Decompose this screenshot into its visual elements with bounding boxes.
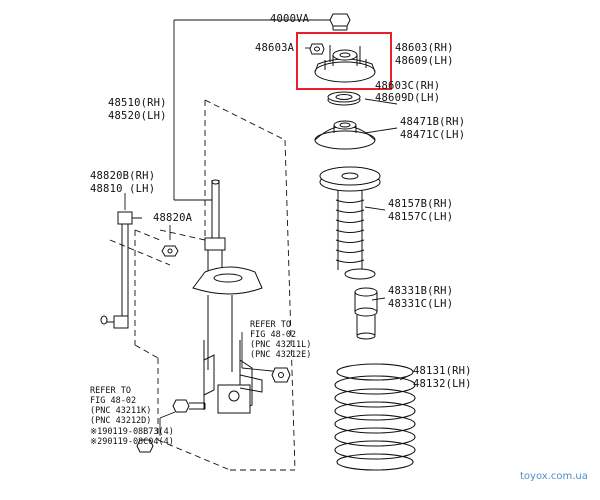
label-48520-lh: 48520(LH) xyxy=(108,110,167,122)
stabilizer-link xyxy=(100,211,142,329)
label-4000va: 4000VA xyxy=(270,13,310,25)
label-48132-lh: 48132(LH) xyxy=(413,378,472,390)
label-48609d-lh: 48609D(LH) xyxy=(375,92,441,104)
bearing-48603c xyxy=(327,91,361,106)
bump-stopper xyxy=(354,287,378,340)
shock-absorber-strut xyxy=(192,179,263,414)
highlight-box xyxy=(296,32,392,90)
dust-boot-bellows xyxy=(335,190,376,280)
label-48510-rh: 48510(RH) xyxy=(108,97,167,109)
label-48157b-rh: 48157B(RH) xyxy=(388,198,454,210)
top-nut-4000va xyxy=(329,13,351,31)
bolt-part-2: ※290119-08C04(4) xyxy=(90,437,174,447)
bottom-nut xyxy=(136,439,154,453)
bolt-part-1: ※190119-08B73(4) xyxy=(90,427,174,437)
refer-note-1-line4: (PNC 43212E) xyxy=(250,350,312,360)
spring-upper-seat xyxy=(314,120,376,150)
refer-note-1-line1: REFER TO xyxy=(250,320,291,330)
label-48131-rh: 48131(RH) xyxy=(413,365,472,377)
upper-support-mount xyxy=(314,45,376,83)
refer-note-2-line2: FIG 48-02 xyxy=(90,396,137,406)
nut-48603a xyxy=(309,43,325,55)
label-48157c-lh: 48157C(LH) xyxy=(388,211,454,223)
label-48603-rh: 48603(RH) xyxy=(395,42,454,54)
label-48471c-lh: 48471C(LH) xyxy=(400,129,466,141)
refer-note-2-line4: (PNC 43212D) xyxy=(90,416,152,426)
nut-48820a xyxy=(161,245,179,257)
label-48603a: 48603A xyxy=(255,42,295,54)
label-48331c-lh: 48331C(LH) xyxy=(388,298,454,310)
label-48331b-rh: 48331B(RH) xyxy=(388,285,454,297)
watermark: toyox.com.ua xyxy=(520,471,588,482)
spring-insulator xyxy=(319,166,381,192)
dashed-outline xyxy=(109,99,296,471)
mounting-bolt xyxy=(172,399,206,413)
leader-lines xyxy=(124,19,411,436)
label-48820b-rh: 48820B(RH) xyxy=(90,170,156,182)
refer-note-2-line1: REFER TO xyxy=(90,386,131,396)
refer-note-2-line3: (PNC 43211K) xyxy=(90,406,152,416)
refer-note-1-line2: FIG 48-02 xyxy=(250,330,297,340)
label-48471b-rh: 48471B(RH) xyxy=(400,116,466,128)
label-48603c-rh: 48603C(RH) xyxy=(375,80,441,92)
label-48810-lh: 48810 (LH) xyxy=(90,183,156,195)
label-48609-lh: 48609(LH) xyxy=(395,55,454,67)
label-48820a: 48820A xyxy=(153,212,193,224)
strut-nut xyxy=(271,367,291,383)
refer-note-1-line3: (PNC 43211L) xyxy=(250,340,312,350)
coil-spring xyxy=(334,363,416,471)
